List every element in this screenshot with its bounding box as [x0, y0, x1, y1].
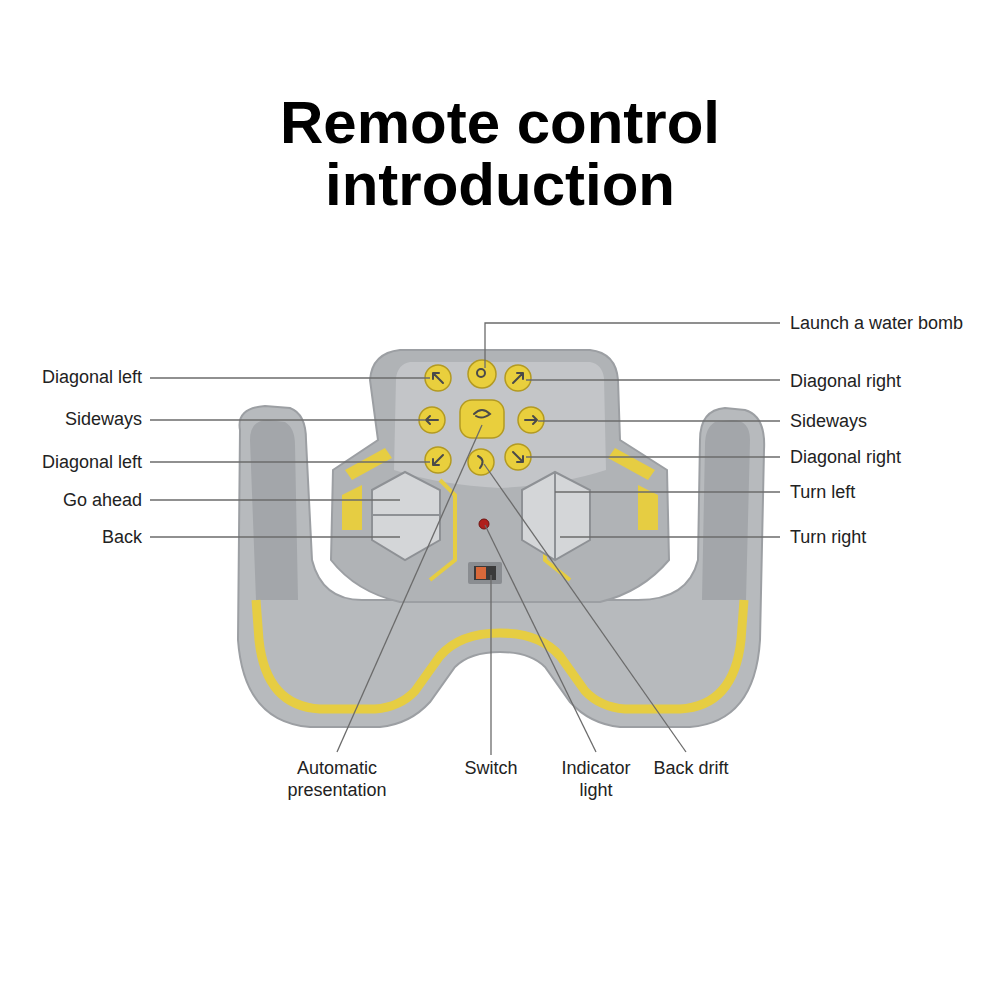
callout-label: Diagonal right [790, 446, 990, 468]
leader-line [560, 536, 780, 537]
fire-glyph [477, 369, 485, 377]
button-panel [394, 362, 606, 488]
drift-button [468, 449, 494, 475]
demo-glyph [474, 410, 490, 418]
leader-line [485, 323, 780, 368]
handle-shade [250, 420, 298, 600]
callout-label: Back [0, 526, 142, 548]
handle-shade [702, 420, 750, 600]
hex-pad [372, 472, 440, 560]
callout-label: Automatic presentation [277, 757, 397, 801]
leader-line [150, 419, 425, 420]
callout-label: Sideways [0, 408, 142, 430]
hex-pad [522, 472, 590, 560]
power-switch [474, 566, 496, 580]
demo-button [460, 400, 504, 438]
arrow-glyph [426, 416, 438, 424]
leader-line [526, 456, 780, 457]
leader-line [555, 491, 780, 492]
callout-label: Go ahead [0, 489, 142, 511]
leader-line [150, 461, 430, 462]
leader-line [337, 425, 482, 752]
page-title: Remote control introduction [200, 92, 800, 216]
yellow-trim [345, 448, 392, 480]
leader-line [150, 377, 430, 378]
yellow-stripe [256, 600, 744, 709]
arrow-glyph [433, 455, 443, 465]
diagonal-button [425, 447, 451, 473]
drift-glyph [478, 456, 483, 468]
callout-label: Diagonal left [0, 451, 142, 473]
sideways-button [518, 407, 544, 433]
arrow-glyph [513, 373, 523, 383]
leader-line [484, 464, 686, 752]
switch-knob [476, 567, 486, 579]
leader-line [490, 575, 491, 755]
callout-label: Switch [446, 757, 536, 779]
callout-label: Launch a water bomb [790, 312, 990, 334]
arrow-glyph [525, 416, 537, 424]
switch-housing [468, 562, 502, 584]
fire-button [468, 360, 496, 388]
arrow-glyph [513, 452, 523, 462]
indicator-light [479, 519, 489, 529]
arrow-glyph [433, 373, 443, 383]
leader-line [485, 525, 596, 752]
leader-line [150, 536, 400, 537]
callout-label: Diagonal left [0, 366, 142, 388]
callout-label: Sideways [790, 410, 990, 432]
leader-line [538, 420, 780, 421]
pad-divider [554, 472, 556, 560]
callout-label: Turn left [790, 481, 990, 503]
pad-divider [372, 514, 440, 516]
yellow-trim [342, 485, 362, 530]
centre-body [331, 350, 669, 602]
diagonal-button [505, 365, 531, 391]
callout-label: Back drift [641, 757, 741, 779]
callout-label: Indicator light [551, 757, 641, 801]
leader-line [150, 499, 400, 500]
callout-label: Turn right [790, 526, 990, 548]
yellow-trim [608, 448, 655, 480]
callout-label: Diagonal right [790, 370, 990, 392]
leader-line [526, 379, 780, 380]
